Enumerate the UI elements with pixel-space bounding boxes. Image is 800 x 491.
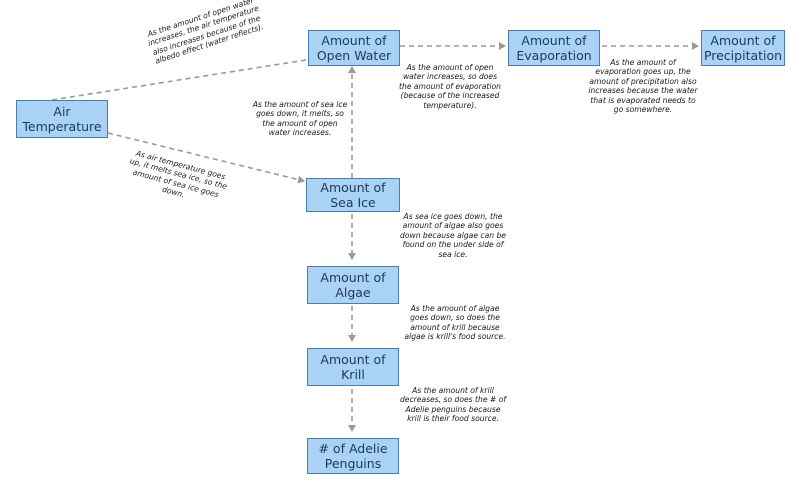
node-adelie-penguins: # of Adelie Penguins — [307, 438, 399, 474]
node-algae: Amount of Algae — [307, 266, 399, 304]
note-evaporation-precipitation: As the amount of evaporation goes up, th… — [588, 58, 698, 115]
arrow-air-temperature-to-sea-ice — [107, 132, 305, 184]
note-algae-krill: As the amount of algae goes down, so doe… — [404, 304, 506, 342]
node-precipitation: Amount of Precipitation — [701, 30, 785, 66]
note-open-water-evaporation: As the amount of open water increases, s… — [399, 63, 501, 110]
note-sea-ice-open-water: As the amount of sea ice goes down, it m… — [252, 100, 348, 138]
arrow-open-water-to-air-temperature — [19, 59, 307, 109]
node-evaporation: Amount of Evaporation — [508, 30, 600, 66]
node-air-temperature: Air Temperature — [16, 100, 108, 138]
node-krill: Amount of Krill — [307, 348, 399, 386]
node-sea-ice: Amount of Sea Ice — [306, 178, 400, 212]
note-krill-penguins: As the amount of krill decreases, so doe… — [399, 386, 507, 424]
node-open-water: Amount of Open Water — [308, 30, 400, 66]
note-sea-ice-algae: As sea ice goes down, the amount of alga… — [400, 212, 506, 259]
